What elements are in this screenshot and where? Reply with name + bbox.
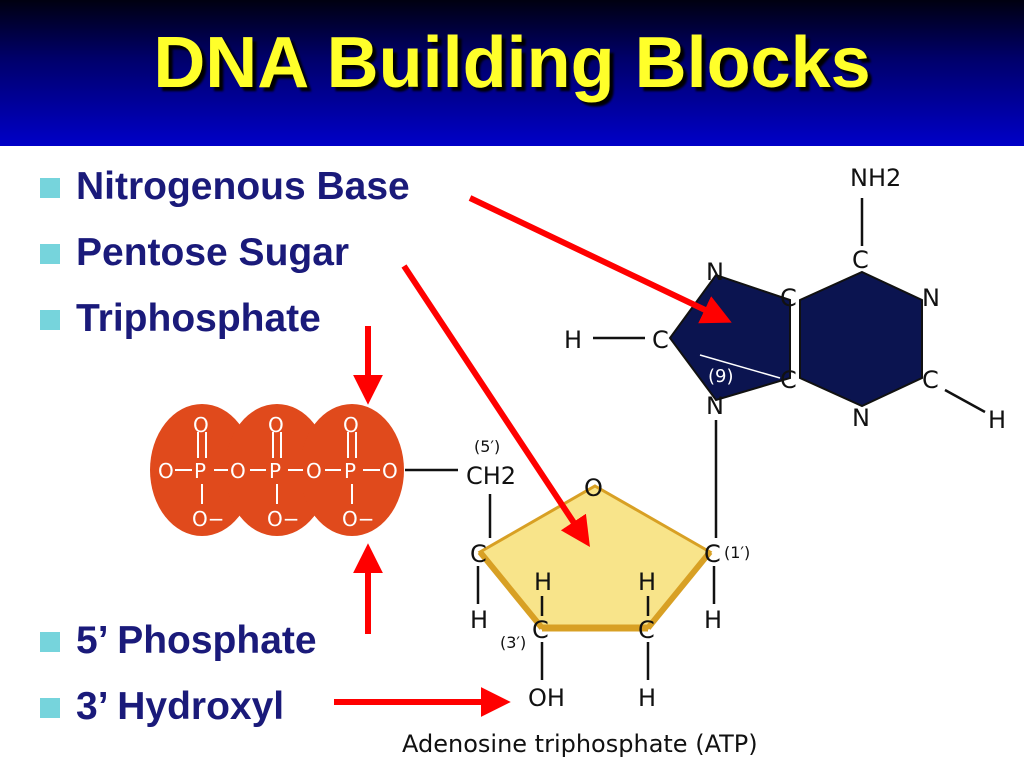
bullet-marker [40, 178, 60, 198]
position-3-label: (3′) [500, 633, 526, 652]
phosphate-bead [150, 404, 254, 536]
atom-o-minus: O− [267, 507, 300, 531]
bullet-text: Triphosphate [76, 297, 321, 340]
atom-h: H [638, 568, 656, 596]
atom-o: O [584, 474, 603, 502]
bullet-text: Pentose Sugar [76, 231, 350, 274]
bullet-marker [40, 244, 60, 264]
atom-o-minus: O− [192, 507, 225, 531]
atom-n: N [852, 404, 870, 432]
ribose-sugar: (5′) CH2 O C H C (1′) H H C H C (3′) OH … [466, 437, 750, 712]
bullet-marker [40, 698, 60, 718]
atom-n: N [922, 284, 940, 312]
bullet-list-bottom: 5’ Phosphate 3’ Hydroxyl [34, 608, 317, 740]
bullet-item: 3’ Hydroxyl [34, 674, 317, 740]
triphosphate-group: O O O O P O P O P O O− O− O− [150, 404, 458, 536]
arrow-to-base [468, 195, 732, 324]
bullet-text: Nitrogenous Base [76, 165, 410, 208]
atom-c: C [780, 366, 797, 394]
bullet-text: 5’ Phosphate [76, 619, 317, 662]
phosphate-bead [300, 404, 404, 536]
bullet-item: Triphosphate [34, 286, 410, 352]
pointer-arrows [334, 195, 732, 717]
sugar-ring [477, 484, 713, 630]
atom-h: H [638, 684, 656, 712]
atom-h: H [564, 326, 582, 354]
arrow-to-sugar [401, 264, 590, 548]
sugar-bond [477, 550, 545, 630]
bullet-item: Nitrogenous Base [34, 154, 410, 220]
position-9-label: (9) [708, 366, 734, 387]
bullet-item: Pentose Sugar [34, 220, 410, 286]
atom-c: C [704, 540, 721, 568]
atom-p: P [269, 459, 281, 483]
atom-o: O [193, 413, 209, 437]
slide-title: DNA Building Blocks [153, 23, 871, 103]
atom-p: P [344, 459, 356, 483]
atom-o: O [158, 459, 174, 483]
base-six-ring [799, 270, 923, 408]
atom-c: C [852, 246, 869, 274]
atom-h: H [470, 606, 488, 634]
atom-h: H [988, 406, 1006, 434]
title-bar: DNA Building Blocks [0, 0, 1024, 146]
atom-c: C [470, 540, 487, 568]
atom-ch2: CH2 [466, 462, 516, 490]
bullet-item: 5’ Phosphate [34, 608, 317, 674]
atom-oh: OH [528, 684, 565, 712]
sugar-bond [645, 550, 713, 630]
atom-o: O [343, 413, 359, 437]
atom-o: O [230, 459, 246, 483]
bullet-text: 3’ Hydroxyl [76, 685, 285, 728]
phosphate-bead [225, 404, 329, 536]
diagram-caption: Adenosine triphosphate (ATP) [402, 730, 758, 758]
atom-c: C [922, 366, 939, 394]
base-bond [699, 354, 781, 379]
atom-o-minus: O− [342, 507, 375, 531]
bullet-list-top: Nitrogenous Base Pentose Sugar Triphosph… [34, 154, 410, 352]
atom-n: N [706, 258, 724, 286]
atom-c: C [638, 616, 655, 644]
atom-o: O [382, 459, 398, 483]
atom-h: H [704, 606, 722, 634]
bullet-marker [40, 632, 60, 652]
atom-p: P [194, 459, 206, 483]
atom-h: H [534, 568, 552, 596]
position-5-label: (5′) [474, 437, 500, 456]
atom-c: C [532, 616, 549, 644]
bullet-marker [40, 310, 60, 330]
base-bond [944, 388, 986, 414]
atom-c: C [780, 284, 797, 312]
atom-n: N [706, 392, 724, 420]
adenine-base: NH2 C N C H N C C N N C H (9) [564, 164, 1006, 538]
position-1-label: (1′) [724, 543, 750, 562]
atom-nh2: NH2 [850, 164, 901, 192]
atom-o: O [306, 459, 322, 483]
atom-c: C [652, 326, 669, 354]
atom-o: O [268, 413, 284, 437]
